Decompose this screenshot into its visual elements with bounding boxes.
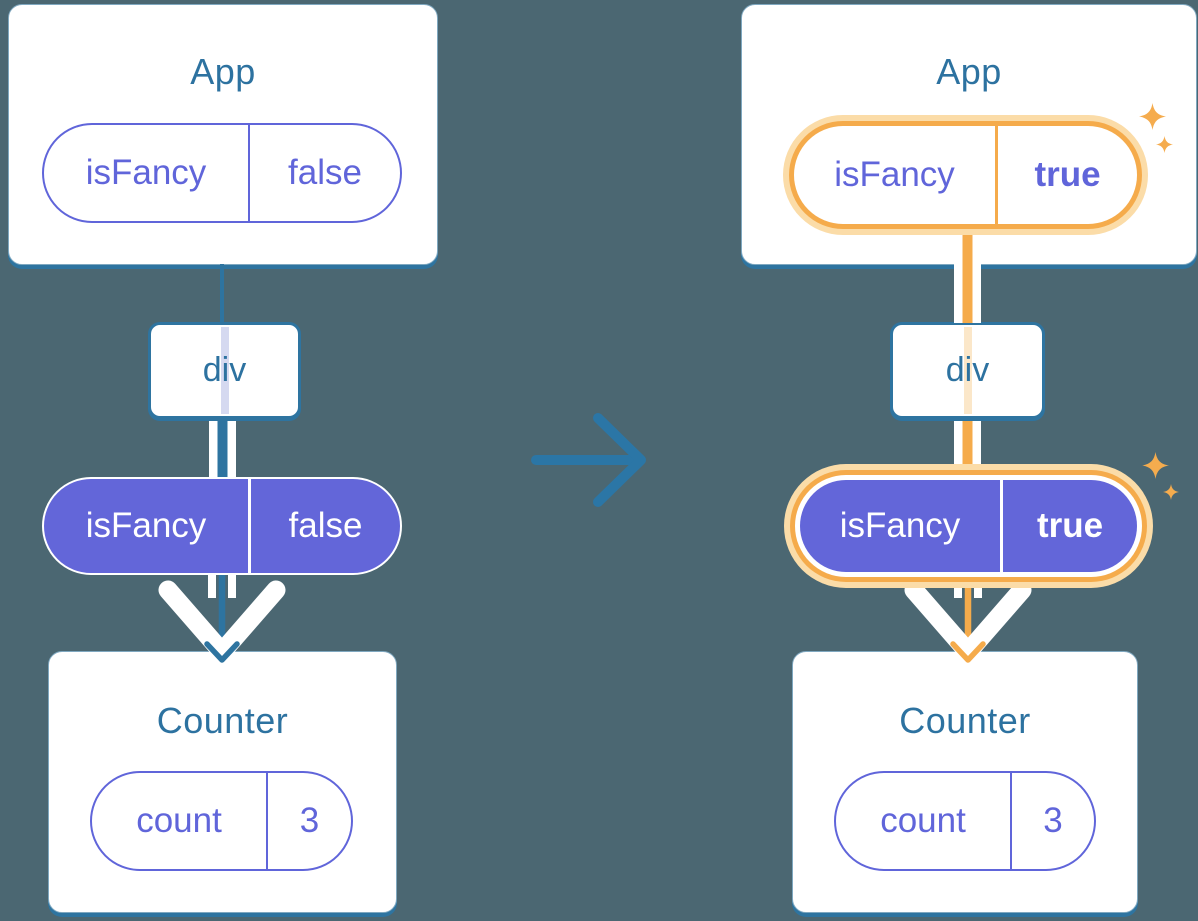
prop-flow-line (963, 327, 972, 414)
counter-state-pill-before: count 3 (90, 771, 353, 871)
state-name: count (136, 801, 222, 840)
arrow-down-icon (158, 575, 286, 663)
prop-name: isFancy (85, 506, 207, 545)
div-card-after: div (890, 322, 1045, 419)
pill-divider (266, 773, 268, 869)
sparkle-icon (1139, 103, 1166, 130)
state-value: 3 (299, 801, 320, 840)
div-label-before: div (202, 351, 247, 389)
app-title-after: App (936, 51, 1002, 92)
div-label-after: div (945, 351, 990, 389)
pill-divider (248, 479, 251, 573)
counter-title-before: Counter (156, 700, 289, 741)
arrow-right-icon (531, 413, 646, 507)
prop-value: true (1036, 506, 1104, 545)
counter-state-pill-after: count 3 (834, 771, 1096, 871)
pill-divider (248, 125, 250, 221)
div-card-before: div (148, 322, 301, 419)
arrow-down-icon (904, 575, 1032, 663)
prop-name: isFancy (834, 155, 955, 194)
app-prop-pill-after: isFancy true (794, 126, 1137, 224)
sparkle-icon (1142, 452, 1169, 479)
sparkle-icon (1156, 136, 1173, 153)
connector-div-pill-after (954, 421, 981, 481)
prop-value: false (288, 153, 362, 192)
connector-app-div-after (954, 231, 981, 323)
passed-prop-pill-after: isFancy true (800, 480, 1137, 572)
prop-value: false (288, 506, 363, 545)
prop-name: isFancy (85, 153, 207, 192)
sparkle-icon (1163, 484, 1179, 500)
counter-title-after: Counter (899, 700, 1031, 741)
passed-prop-pill-before: isFancy false (42, 477, 402, 575)
prop-flow-line (220, 327, 229, 414)
prop-name: isFancy (839, 506, 961, 545)
state-value: 3 (1043, 801, 1063, 840)
state-name: count (880, 801, 966, 840)
pill-divider (1010, 773, 1012, 869)
connector-app-div-before (220, 264, 224, 325)
app-title-before: App (190, 51, 256, 92)
pill-divider (1000, 480, 1003, 572)
app-prop-pill-before: isFancy false (42, 123, 402, 223)
prop-value: true (1034, 155, 1101, 194)
pill-divider (995, 126, 998, 224)
connector-div-pill-before (209, 421, 236, 481)
